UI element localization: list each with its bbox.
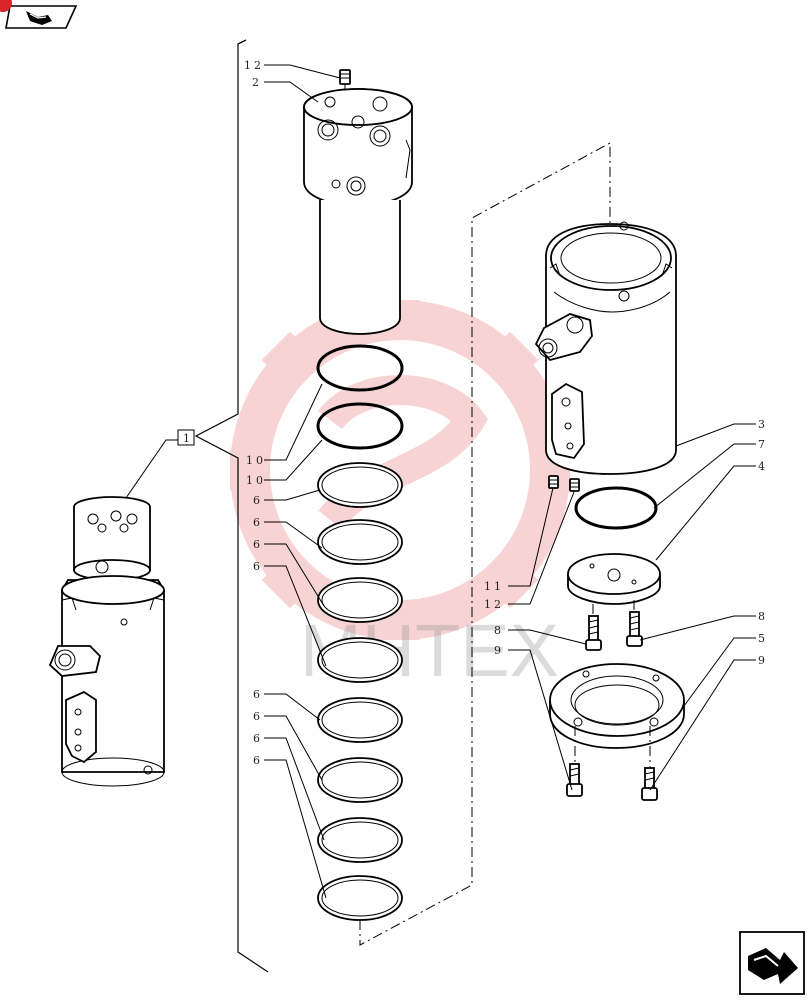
housing-3 (534, 221, 677, 475)
callout-6-h: 6 (253, 754, 263, 767)
callout-10-b: 10 (246, 474, 266, 487)
seal-ring-6-8 (317, 875, 403, 921)
bolt-8-left (585, 615, 602, 651)
watermark-logo (230, 300, 570, 640)
corner-marker (0, 0, 12, 12)
leader-lines (264, 64, 756, 899)
callout-10-a: 10 (246, 454, 266, 467)
rotor-shaft-2 (303, 88, 413, 335)
page-back-arrow-icon (5, 5, 78, 29)
callout-9-b: 9 (758, 654, 768, 667)
callout-8-b: 8 (758, 610, 768, 623)
callout-6-c: 6 (253, 538, 263, 551)
callout-6-e: 6 (253, 688, 263, 701)
callout-8-a: 8 (494, 624, 504, 637)
bolt-8-right (626, 611, 643, 647)
o-ring-10-a (316, 344, 404, 392)
callout-12-top: 12 (244, 59, 264, 72)
set-screw-11 (548, 475, 559, 489)
callout-1: 1 (183, 432, 190, 445)
seal-ring-6-5 (317, 697, 403, 743)
assembly-ref-box (177, 429, 195, 446)
callout-6-b: 6 (253, 516, 263, 529)
callout-2: 2 (252, 76, 262, 89)
leader-1 (125, 439, 178, 499)
bolt-9-right (641, 767, 658, 801)
next-page-button[interactable] (738, 930, 806, 996)
previous-page-button[interactable] (4, 4, 78, 30)
flange-ring-5 (549, 663, 685, 749)
callout-6-g: 6 (253, 732, 263, 745)
callout-5: 5 (758, 632, 768, 645)
set-screw-12-right (569, 478, 580, 492)
seal-ring-6-7 (317, 817, 403, 863)
callout-11: 11 (484, 580, 504, 593)
page-forward-arrow-icon (739, 931, 805, 995)
seal-ring-6-3 (317, 577, 403, 623)
callout-3: 3 (758, 418, 768, 431)
seal-ring-6-1 (317, 462, 403, 508)
o-ring-7 (574, 486, 658, 530)
callout-6-a: 6 (253, 494, 263, 507)
plate-4 (567, 553, 661, 605)
assembled-swivel-joint (48, 496, 165, 787)
callout-9-a: 9 (494, 644, 504, 657)
seal-ring-6-6 (317, 757, 403, 803)
callout-4: 4 (758, 460, 768, 473)
bolt-9-left (566, 763, 583, 797)
callout-7: 7 (758, 438, 768, 451)
callout-6-d: 6 (253, 560, 263, 573)
callout-6-f: 6 (253, 710, 263, 723)
bracket-top-tick (237, 39, 247, 45)
callout-12: 12 (484, 598, 504, 611)
seal-ring-6-2 (317, 519, 403, 565)
o-ring-10-b (316, 402, 404, 450)
assembly-axis-line (359, 142, 611, 946)
seal-ring-6-4 (317, 637, 403, 683)
